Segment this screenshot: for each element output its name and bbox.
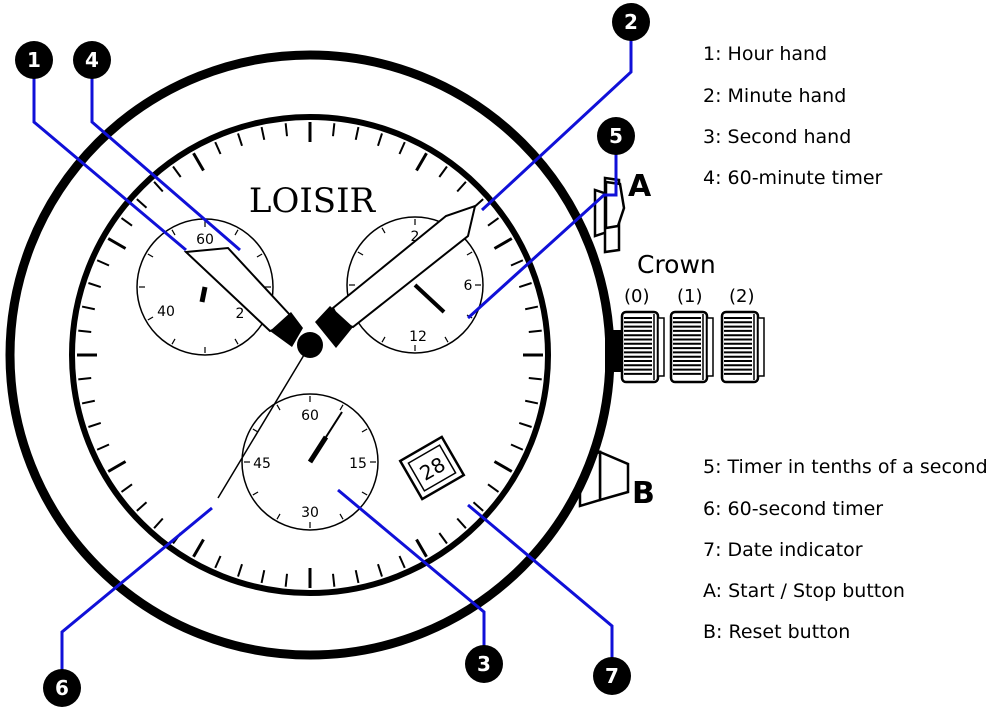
svg-text:3: 3 (477, 652, 491, 676)
callout-2 (612, 3, 650, 41)
legend-item-60-minute-timer: 4: 60-minute timer (703, 167, 883, 189)
crown-position-1: (1) (677, 286, 703, 307)
pusher-a (593, 176, 626, 254)
minute-track (77, 122, 543, 588)
callout-4 (73, 41, 111, 79)
minute-hand (315, 204, 477, 348)
svg-text:7: 7 (605, 664, 619, 688)
svg-text:60: 60 (301, 408, 319, 424)
crown-position-0: (0) (624, 286, 650, 307)
svg-text:30: 30 (301, 505, 319, 521)
subdial-bottom: 60 45 15 30 (241, 393, 379, 531)
second-hand (217, 344, 311, 499)
button-b-label: B (632, 476, 655, 511)
callout-3 (465, 645, 503, 683)
callout-7 (593, 657, 631, 695)
legend-item-tenths-timer: 5: Timer in tenths of a second (703, 456, 988, 478)
svg-text:60: 60 (196, 232, 214, 248)
legend-item-start-stop: A: Start / Stop button (703, 580, 905, 602)
subdial-left: 60 40 2 (136, 218, 274, 356)
svg-text:2: 2 (411, 229, 420, 245)
callout-6 (43, 669, 81, 707)
button-a-label: A (628, 169, 652, 204)
callout-badges: 1 4 2 5 6 3 7 (15, 3, 650, 707)
legend-item-hour-hand: 1: Hour hand (703, 43, 828, 65)
date-window: 28 (398, 435, 466, 501)
svg-text:40: 40 (157, 304, 175, 320)
svg-text:45: 45 (253, 456, 271, 472)
legend-item-date-indicator: 7: Date indicator (703, 539, 863, 561)
svg-text:4: 4 (85, 48, 99, 72)
crown-position-2: (2) (729, 286, 755, 307)
callout-5 (597, 117, 635, 155)
crown-title: Crown (637, 250, 716, 279)
center-cap (297, 332, 323, 358)
brand-logo: LOISIR (249, 181, 377, 221)
legend-item-second-hand: 3: Second hand (703, 126, 852, 148)
svg-text:5: 5 (609, 124, 623, 148)
svg-text:2: 2 (236, 306, 245, 322)
svg-text:6: 6 (464, 278, 473, 294)
legend-item-minute-hand: 2: Minute hand (703, 85, 847, 107)
leader-lines (32, 30, 633, 683)
callout-1 (15, 41, 53, 79)
svg-text:1: 1 (27, 48, 41, 72)
crown-positions (605, 310, 765, 384)
svg-text:12: 12 (409, 329, 427, 345)
legend-item-60-second-timer: 6: 60-second timer (703, 498, 884, 520)
svg-text:6: 6 (55, 676, 69, 700)
hour-hand (183, 246, 303, 347)
svg-text:15: 15 (349, 456, 367, 472)
svg-text:2: 2 (624, 10, 638, 34)
legend-item-reset: B: Reset button (703, 621, 851, 643)
